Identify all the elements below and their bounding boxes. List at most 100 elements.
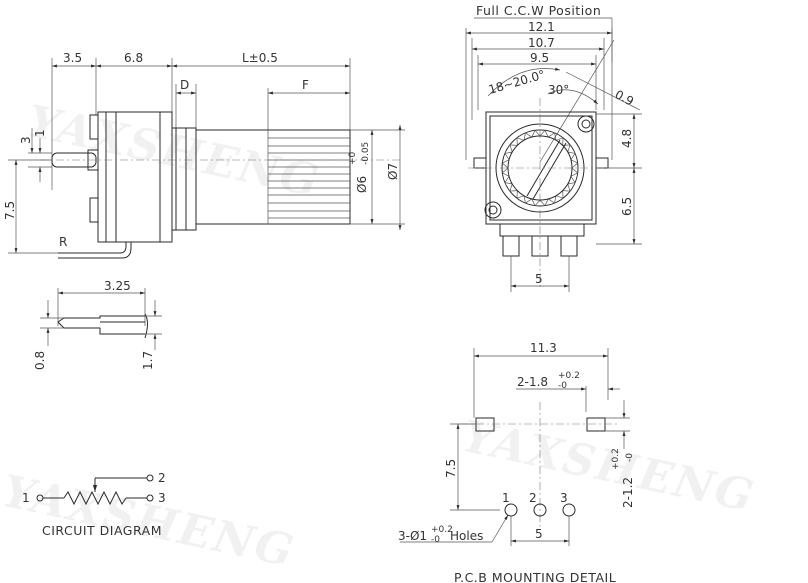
dim-1-label: 1 <box>33 129 47 137</box>
dim-6-5-label: 6.5 <box>620 197 634 216</box>
side-lug-right <box>595 157 609 169</box>
knob-tooth <box>531 129 541 138</box>
knob-tooth <box>523 132 532 141</box>
dim-length-label: L±0.5 <box>242 51 278 65</box>
holes-suffix: Holes <box>450 529 483 543</box>
circuit-pin-2: 2 <box>158 471 166 485</box>
knob-tooth <box>548 132 557 141</box>
pcb-detail-title: P.C.B MOUNTING DETAIL <box>454 570 616 583</box>
knob-tooth <box>567 176 576 185</box>
circuit-pin-1: 1 <box>22 491 30 505</box>
dim-4-8-label: 4.8 <box>620 129 634 148</box>
terminal-outline-top <box>57 315 145 323</box>
circuit-diagram: 1 3 2 CIRCUIT DIAGRAM <box>22 471 166 538</box>
knob-tooth <box>531 198 541 207</box>
dim-10-7-label: 10.7 <box>528 36 555 50</box>
pcb-dim-7-5-label: 7.5 <box>444 459 458 478</box>
pcb-mounting-detail: 11.3 2-1.8 +0.2 -0 2-1.2 +0.2 -0 7.5 1 2… <box>398 341 635 583</box>
knob-tooth <box>504 151 513 160</box>
knob-tooth <box>539 129 549 138</box>
mount-tab-bottom <box>89 197 99 223</box>
knob-tooth <box>501 159 510 169</box>
dim-3-5-label: 3.5 <box>63 51 82 65</box>
shaft-dia-tol-lower: -0.05 <box>361 142 371 165</box>
knob-tooth <box>570 159 579 169</box>
holes-label: 3-Ø1 <box>398 529 427 543</box>
slot-height-tol-lower: -0 <box>625 453 635 462</box>
body-dia-label: Ø7 <box>386 163 400 180</box>
shaft-dia-tol-upper: +0 <box>348 151 358 165</box>
knob-tooth <box>504 176 513 185</box>
shaft <box>195 129 351 225</box>
pcb-hole-1 <box>504 503 518 517</box>
pin-label-2: 2 <box>529 491 537 505</box>
front-view: Full C.C.W Position 12.1 10.7 9.5 18~20.… <box>465 3 642 292</box>
pin-label-3: 3 <box>560 491 568 505</box>
watermark-text-2: YAXSHENG <box>458 411 760 523</box>
slot-width-tol-upper: +0.2 <box>558 371 580 381</box>
terminal-detail: 3.25 0.8 1.7 <box>33 279 162 370</box>
knob-tooth <box>509 183 518 192</box>
dim-7-5-label: 7.5 <box>3 201 17 220</box>
side-lug-left <box>473 157 487 169</box>
dim-11-3-label: 11.3 <box>530 341 557 355</box>
slot-height-tol-upper: +0.2 <box>611 448 621 470</box>
knob-tooth <box>555 137 564 146</box>
holes-tol-lower: -0 <box>431 535 440 545</box>
circuit-node-2 <box>146 474 154 482</box>
terminal-width-label: 3.25 <box>104 279 131 293</box>
knob-tooth <box>555 190 564 199</box>
watermarks: YAXSHENG YAXSHENG YAXSHENG <box>0 96 759 578</box>
pcb-dim-5-label: 5 <box>535 527 543 541</box>
knob-tooth <box>570 167 579 177</box>
resistor-symbol <box>63 490 127 506</box>
pin-label-1: 1 <box>502 491 510 505</box>
slot-width-label: 2-1.8 <box>517 375 548 389</box>
dim-0-9-label: 0.9 <box>613 87 636 108</box>
front-terminal-3 <box>560 235 578 257</box>
mount-slot-right <box>586 417 606 432</box>
angle-18-20-label: 18~20.0° <box>487 67 547 96</box>
knob-teeth <box>501 129 579 207</box>
dim-f-label: F <box>302 78 309 92</box>
knob-tooth <box>562 183 571 192</box>
dim-6-8-label: 6.8 <box>124 51 143 65</box>
watermark-text-3: YAXSHENG <box>0 466 299 578</box>
front-dim-5-label: 5 <box>535 272 543 286</box>
bottom-leg <box>58 242 127 254</box>
front-terminal-2 <box>531 235 549 257</box>
full-ccw-title: Full C.C.W Position <box>476 3 601 18</box>
slot-height-label: 2-1.2 <box>621 477 635 508</box>
angle-30-label: 30° <box>548 83 569 97</box>
terminal-height-label: 1.7 <box>141 351 155 370</box>
knob-tooth <box>516 137 525 146</box>
circuit-pin-3: 3 <box>158 491 166 505</box>
holes-tol-upper: +0.2 <box>431 525 453 535</box>
mount-hole-right <box>577 115 595 133</box>
pcb-hole-2 <box>533 503 547 517</box>
dim-9-5-label: 9.5 <box>530 51 549 65</box>
knob-tooth <box>548 195 557 204</box>
dim-3-label: 3 <box>19 136 33 144</box>
knob-tooth <box>539 198 549 207</box>
mount-slot-left <box>475 417 495 432</box>
shaft-dia-label: Ø6 <box>355 176 369 193</box>
dim-12-1-label: 12.1 <box>528 20 555 34</box>
side-view: 3.5 6.8 L±0.5 D F <box>3 51 405 259</box>
knob-tooth <box>523 195 532 204</box>
dim-d-label: D <box>180 78 189 92</box>
mount-hole-left <box>484 201 502 219</box>
circuit-diagram-title: CIRCUIT DIAGRAM <box>42 523 162 538</box>
watermark-text-1: YAXSHENG <box>23 96 325 208</box>
knob-tooth <box>516 190 525 199</box>
terminal-thickness-label: 0.8 <box>33 351 47 370</box>
slot-width-tol-lower: -0 <box>558 381 567 391</box>
knob-tooth <box>567 151 576 160</box>
r-label: R <box>59 235 67 249</box>
knob-tooth <box>509 144 518 153</box>
terminal-outline-bottom <box>57 321 145 335</box>
knob-tooth <box>501 167 510 177</box>
pcb-hole-3 <box>562 503 576 517</box>
front-terminal-1 <box>502 235 520 257</box>
